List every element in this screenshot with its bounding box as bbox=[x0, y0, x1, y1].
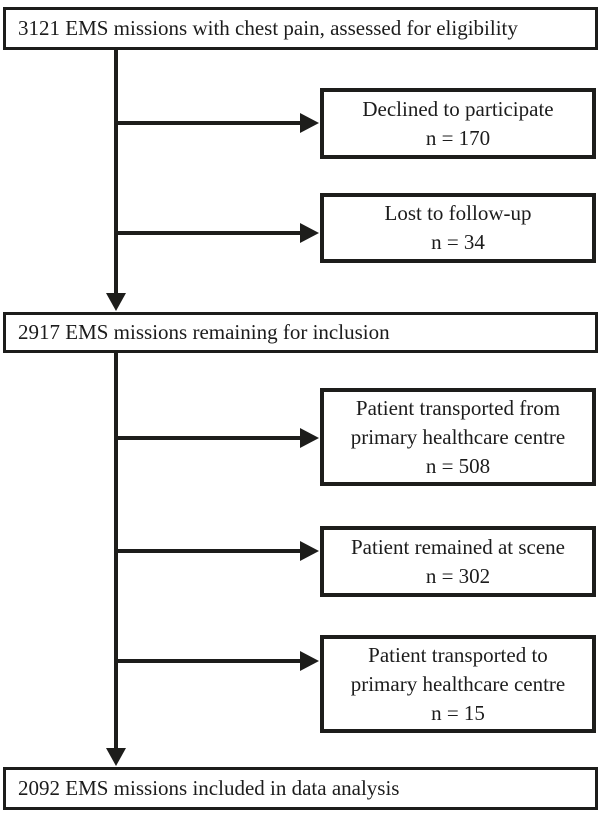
branch-arrow-transported-to bbox=[116, 651, 319, 671]
box-remained-at-scene-label: Patient remained at scene n = 302 bbox=[351, 534, 565, 588]
down-arrow-to-included bbox=[106, 352, 126, 766]
box-assessed-eligibility: 3121 EMS missions with chest pain, asses… bbox=[3, 7, 598, 50]
box-assessed-eligibility-label: 3121 EMS missions with chest pain, asses… bbox=[18, 16, 518, 40]
box-declined-to-participate-label: Declined to participate n = 170 bbox=[362, 96, 554, 150]
box-lost-to-follow-up: Lost to follow-up n = 34 bbox=[320, 193, 596, 263]
box-transported-from-primary-healthcare: Patient transported from primary healthc… bbox=[320, 388, 596, 486]
branch-arrow-transported-from bbox=[116, 428, 319, 448]
box-included-in-data-analysis: 2092 EMS missions included in data analy… bbox=[3, 767, 598, 810]
box-lost-to-follow-up-label: Lost to follow-up n = 34 bbox=[384, 201, 532, 254]
box-remaining-for-inclusion: 2917 EMS missions remaining for inclusio… bbox=[3, 312, 598, 353]
box-transported-to-primary-healthcare-label: Patient transported to primary healthcar… bbox=[350, 642, 566, 725]
box-transported-from-primary-healthcare-label: Patient transported from primary healthc… bbox=[350, 395, 566, 478]
box-included-in-data-analysis-label: 2092 EMS missions included in data analy… bbox=[18, 776, 400, 800]
box-remaining-for-inclusion-label: 2917 EMS missions remaining for inclusio… bbox=[18, 320, 390, 344]
box-declined-to-participate: Declined to participate n = 170 bbox=[320, 88, 596, 159]
box-remained-at-scene: Patient remained at scene n = 302 bbox=[320, 526, 596, 597]
down-arrow-to-remaining bbox=[106, 50, 126, 311]
box-transported-to-primary-healthcare: Patient transported to primary healthcar… bbox=[320, 635, 596, 733]
branch-arrow-declined bbox=[116, 113, 319, 133]
branch-arrow-remained-at-scene bbox=[116, 541, 319, 561]
branch-arrow-lost-follow-up bbox=[116, 223, 319, 243]
